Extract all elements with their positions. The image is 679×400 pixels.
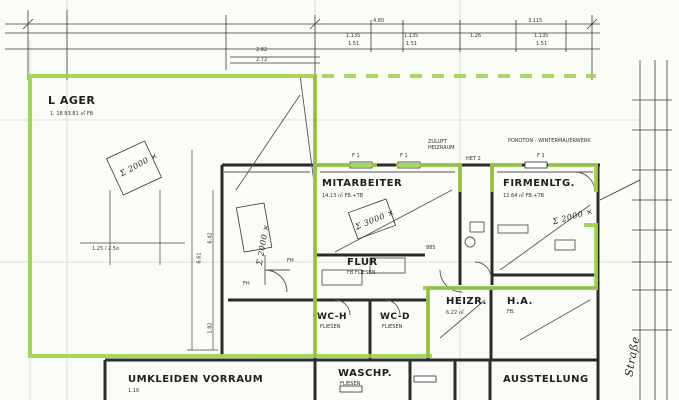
- room-wc-h-info: FLIESEN: [320, 324, 341, 330]
- dim-885: 885: [426, 245, 436, 251]
- room-heizr-info: 6.22 ㎡: [446, 310, 464, 316]
- room-waschp-info: FLIESEN: [340, 381, 361, 387]
- scan-noise: [0, 0, 640, 400]
- dim-126: 1.26: [470, 33, 482, 39]
- dim-480: 4.80: [373, 18, 385, 24]
- dim-182: 1.82: [207, 322, 214, 334]
- label-zuluft: ZULUFT: [428, 139, 448, 145]
- label-het2: HET 2: [466, 156, 481, 162]
- label-f1-mitarbeiter: F 1: [352, 153, 360, 159]
- dim-151-c: 1.51: [536, 41, 548, 47]
- room-firmenltg-name: FIRMENLTG.: [503, 178, 575, 189]
- room-wc-h-name: WC-H: [317, 312, 348, 322]
- lager-dimension-lines: [80, 150, 218, 351]
- dim-1135-b: 1.135: [404, 33, 419, 39]
- room-lager-info: 1. 18 93.81 ㎡ FB: [50, 111, 94, 117]
- room-flur-info: FB.FLIESEN: [347, 270, 376, 276]
- label-fh-1: FH: [243, 281, 250, 287]
- right-dimension-lines: [632, 60, 672, 400]
- label-f1-mitarbeiter-2: F 1: [400, 153, 408, 159]
- dim-282: 2.82: [256, 47, 268, 53]
- walls: [103, 75, 600, 400]
- room-wc-d-info: FLIESEN: [382, 324, 403, 330]
- dim-642: 6.42: [207, 232, 214, 244]
- highlight-outline: [28, 74, 598, 358]
- label-f1-firmenltg: F 1: [537, 153, 545, 159]
- label-fh-2: FH: [287, 258, 294, 264]
- room-mitarbeiter-name: MITARBEITER: [322, 178, 403, 189]
- room-ha-name: H.A.: [507, 296, 533, 307]
- room-umkleiden-info: 1.16: [128, 388, 140, 394]
- room-firmenltg-info: 12.64 ㎡ FB.+TB: [503, 193, 545, 199]
- label-heizraum: HEIZRAUM: [428, 145, 455, 151]
- room-waschp-name: WASCHP.: [338, 368, 393, 379]
- room-mitarbeiter-info: 14.13 ㎡ FB.+TB: [322, 193, 364, 199]
- room-ha-info: FB.: [507, 309, 515, 315]
- dim-3115: 3.115: [528, 18, 543, 24]
- room-umkleiden-name: UMKLEIDEN VORRAUM: [128, 374, 264, 385]
- room-flur-name: FLUR: [347, 257, 378, 268]
- room-lager-name: L AGER: [48, 94, 96, 107]
- room-wc-d-name: WC-D: [380, 312, 410, 322]
- label-poroton: POROTON - WINTERMAUERWERK: [508, 138, 591, 144]
- top-dimension-lines: [5, 10, 600, 80]
- dim-1135-a: 1.135: [346, 33, 361, 39]
- dim-125: 1.25 / 2.5o: [92, 246, 120, 252]
- dim-272: 2.72: [256, 57, 268, 63]
- room-heizr-name: HEIZR.: [446, 296, 487, 307]
- room-ausstellung-name: AUSSTELLUNG: [503, 374, 589, 385]
- annotation-boxes: [105, 140, 641, 253]
- dim-151-b: 1.51: [406, 41, 418, 47]
- dim-151-a: 1.51: [348, 41, 360, 47]
- dim-661: 6.61: [196, 252, 203, 264]
- dim-1135-c: 1.135: [534, 33, 549, 39]
